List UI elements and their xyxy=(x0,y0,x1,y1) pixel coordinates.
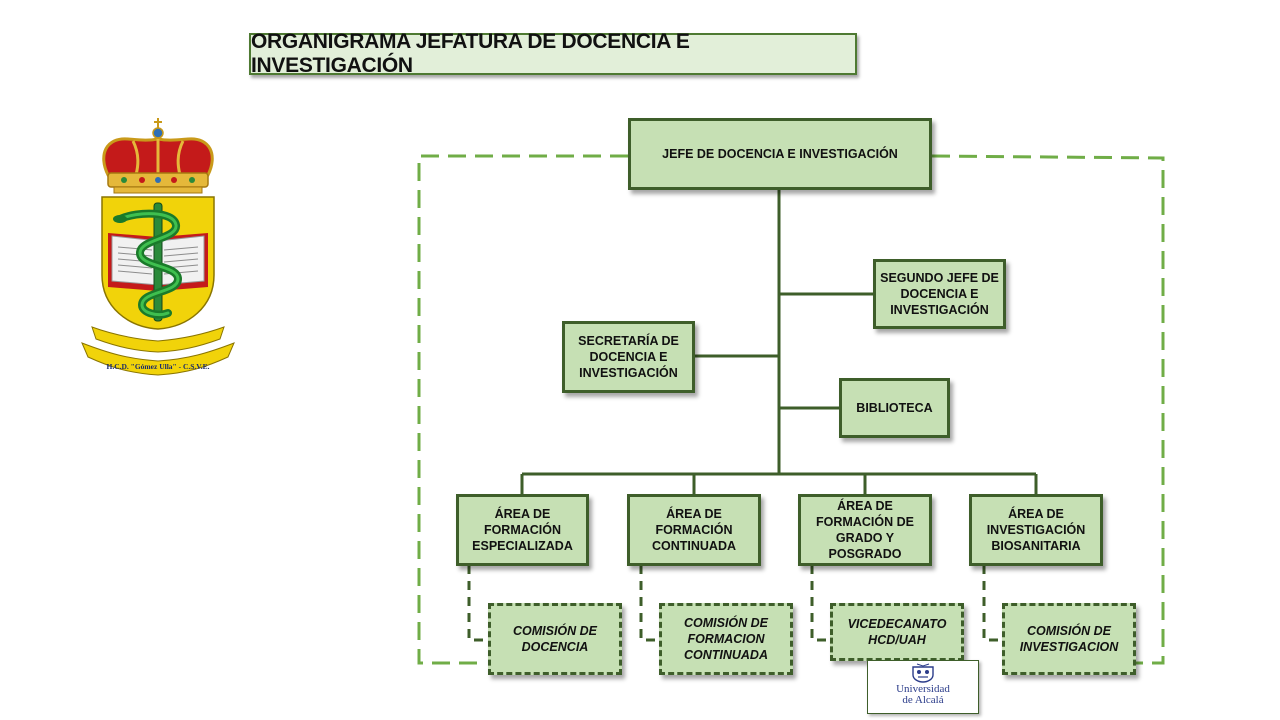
dashed-frame xyxy=(417,154,1165,665)
page-title: ORGANIGRAMA JEFATURA DE DOCENCIA E INVES… xyxy=(249,30,857,77)
node-vicedecanato: VICEDECANATO HCD/UAH xyxy=(830,603,964,661)
frame-right xyxy=(931,154,1165,665)
node-area-grado-label: ÁREA DE FORMACIÓN DE GRADO Y POSGRADO xyxy=(816,499,914,561)
frame-left xyxy=(417,154,628,665)
node-area-grado: ÁREA DE FORMACIÓN DE GRADO Y POSGRADO xyxy=(798,494,932,566)
node-secretaria: SECRETARÍA DE DOCENCIA E INVESTIGACIÓN xyxy=(562,321,695,393)
node-area-especializada-label: ÁREA DE FORMACIÓN ESPECIALIZADA xyxy=(472,507,573,553)
node-biblioteca: BIBLIOTECA xyxy=(839,378,950,438)
node-comision-formacion-label: COMISIÓN DE FORMACION CONTINUADA xyxy=(683,616,769,662)
node-area-investigacion-label: ÁREA DE INVESTIGACIÓN BIOSANITARIA xyxy=(986,507,1086,553)
dashed-sub-connectors xyxy=(467,565,1003,642)
node-comision-investigacion-label: COMISIÓN DE INVESTIGACION xyxy=(1019,624,1119,654)
node-jefe: JEFE DE DOCENCIA E INVESTIGACIÓN xyxy=(628,118,932,190)
node-biblioteca-label: BIBLIOTECA xyxy=(856,401,933,415)
universidad-alcala-logo: Universidad de Alcalá xyxy=(867,660,979,714)
node-area-continuada-label: ÁREA DE FORMACIÓN CONTINUADA xyxy=(651,507,737,553)
node-segundo-jefe-label: SEGUNDO JEFE DE DOCENCIA E INVESTIGACIÓN xyxy=(880,271,999,317)
node-segundo-jefe: SEGUNDO JEFE DE DOCENCIA E INVESTIGACIÓN xyxy=(873,259,1006,329)
crest-banner: H.C.D. "Gómez Ulla" - C.S.V.E. xyxy=(81,326,235,376)
node-area-continuada: ÁREA DE FORMACIÓN CONTINUADA xyxy=(627,494,761,566)
logo-line-2: de Alcalá xyxy=(902,694,944,706)
university-crest-icon xyxy=(912,663,934,683)
crown-icon xyxy=(102,118,214,194)
tree-connectors xyxy=(520,188,1038,495)
logo-line-1: Universidad xyxy=(896,683,950,695)
node-area-investigacion: ÁREA DE INVESTIGACIÓN BIOSANITARIA xyxy=(969,494,1103,566)
hospital-crest-emblem: H.C.D. "Gómez Ulla" - C.S.V.E. xyxy=(81,118,235,376)
node-vicedecanato-label: VICEDECANATO HCD/UAH xyxy=(847,617,947,647)
crest-banner-text: H.C.D. "Gómez Ulla" - C.S.V.E. xyxy=(107,362,210,371)
serpent-staff-icon xyxy=(113,202,183,322)
node-comision-docencia: COMISIÓN DE DOCENCIA xyxy=(488,603,622,675)
node-comision-formacion: COMISIÓN DE FORMACION CONTINUADA xyxy=(659,603,793,675)
node-secretaria-label: SECRETARÍA DE DOCENCIA E INVESTIGACIÓN xyxy=(578,334,679,380)
node-comision-docencia-label: COMISIÓN DE DOCENCIA xyxy=(512,624,598,654)
node-jefe-label: JEFE DE DOCENCIA E INVESTIGACIÓN xyxy=(662,147,898,161)
node-area-especializada: ÁREA DE FORMACIÓN ESPECIALIZADA xyxy=(456,494,589,566)
node-comision-investigacion: COMISIÓN DE INVESTIGACION xyxy=(1002,603,1136,675)
